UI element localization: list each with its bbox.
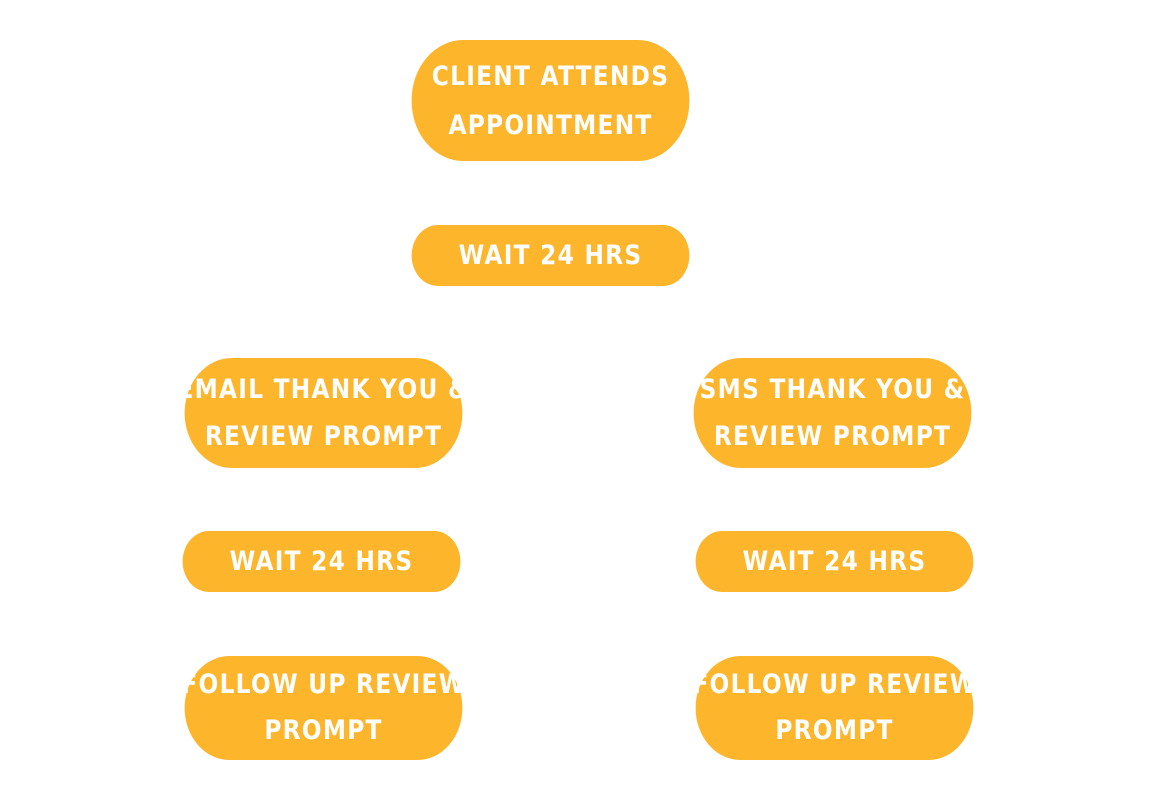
node-wait-24-hrs-sms: Wait 24 hrs [695,531,974,592]
node-label-line: review prompt [713,421,952,452]
node-wait-24-hrs: Wait 24 hrs [411,225,690,286]
node-label-line: Email thank you & [177,374,470,405]
node-label-line: SMS thank you & [699,374,966,405]
node-label-line: prompt [264,715,383,746]
node-label-line: Wait 24 hrs [458,240,643,271]
node-label-line: Wait 24 hrs [742,546,927,577]
node-label-line: Follow up review [181,669,466,700]
node-label-line: appointment [448,109,653,141]
node-label-line: prompt [775,715,894,746]
node-label-line: Wait 24 hrs [229,546,414,577]
node-follow-up-email: Follow up review prompt [181,656,464,760]
node-label-line: review prompt [204,421,443,452]
node-email-thank-you: Email thank you & review prompt [177,358,468,468]
node-label-line: Client attends [431,60,670,92]
node-client-attends-appointment: Client attends appointment [411,40,690,161]
node-label-line: Follow up review [692,669,977,700]
node-sms-thank-you: SMS thank you & review prompt [693,358,972,468]
node-wait-24-hrs-email: Wait 24 hrs [182,531,461,592]
connector-wait-to-email [322,285,551,359]
connector-wait-to-sms [549,285,833,359]
node-follow-up-sms: Follow up review prompt [692,656,975,760]
